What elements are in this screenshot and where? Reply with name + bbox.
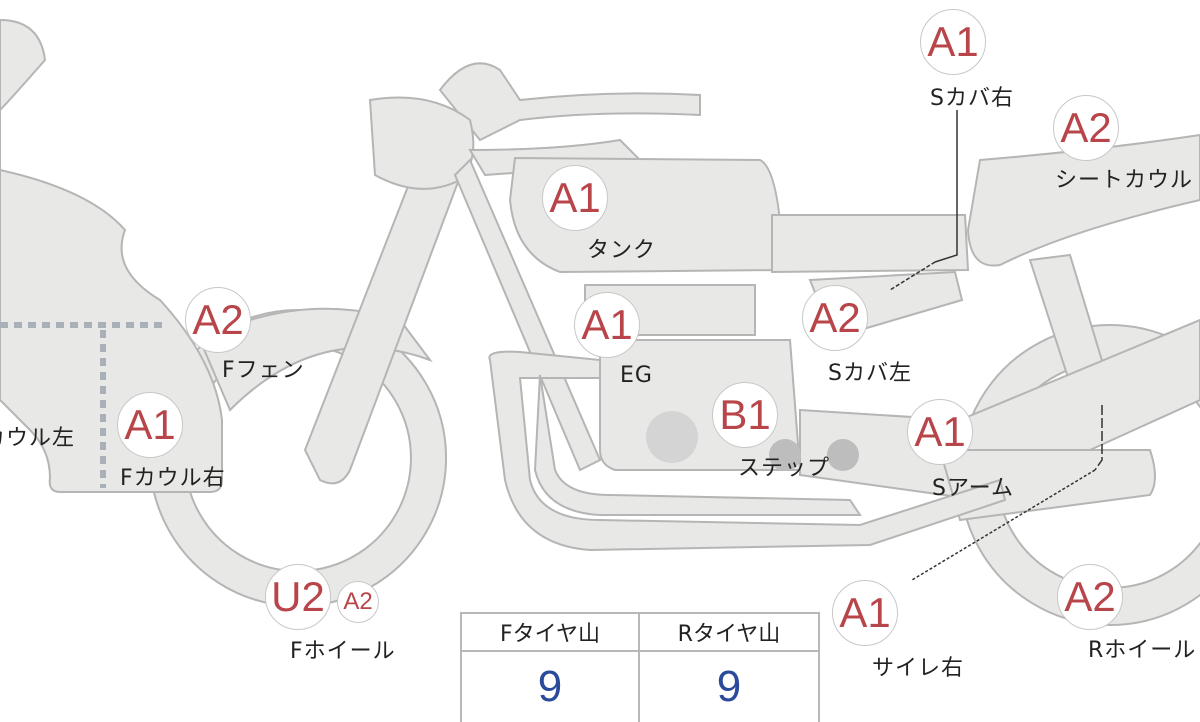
grade-badge-s-cover-right: A1 — [920, 9, 986, 75]
grade-badge-f-fender: A2 — [185, 287, 251, 353]
exhaust-inner-shape — [533, 374, 862, 516]
label-engine: EG — [620, 363, 653, 388]
grade-badge-f-wheel: U2 — [265, 564, 331, 630]
header-front-tire: Fタイヤ山 — [462, 614, 640, 652]
exhaust-shape — [488, 350, 1007, 552]
step-peg-left — [769, 439, 801, 471]
label-tank: タンク — [587, 238, 657, 263]
grade-badge-silencer-right: A1 — [832, 580, 898, 646]
front-cowl-shape — [0, 18, 223, 493]
handlebar-shape — [438, 62, 701, 142]
leader-s-cover-right-dash — [889, 261, 936, 291]
step-peg-right — [827, 439, 859, 471]
tire-tread-table: Fタイヤ山 Rタイヤ山 9 9 — [460, 612, 820, 722]
label-seat-cowl: シートカウル — [1055, 168, 1194, 193]
grade-badge-engine: A1 — [574, 292, 640, 358]
grade-badge-swing-arm: A1 — [907, 399, 973, 465]
label-step: ステップ — [738, 456, 831, 481]
label-s-cover-right: Sカバ右 — [930, 86, 1014, 111]
label-f-wheel: Fホイール — [290, 639, 396, 664]
label-silencer-right: サイレ右 — [872, 656, 965, 681]
grade-badge-tank: A1 — [542, 165, 608, 231]
grade-badge-f-wheel-secondary: A2 — [337, 581, 379, 623]
leader-s-cover-right — [934, 110, 958, 263]
label-swing-arm: Sアーム — [932, 476, 1014, 501]
grade-badge-s-cover-left: A2 — [802, 285, 868, 351]
value-rear-tire: 9 — [716, 662, 742, 711]
leader-silencer-2 — [911, 469, 1096, 581]
label-r-wheel: Rホイール — [1088, 638, 1197, 663]
label-s-cover-left: Sカバ左 — [828, 361, 912, 386]
label-f-fender: Fフェン — [222, 358, 305, 383]
label-f-cowl-left: Fカウル左 — [0, 426, 75, 451]
engine-cover-circle — [646, 411, 698, 463]
grade-badge-f-cowl-right: A1 — [117, 392, 183, 458]
label-f-cowl-right: Fカウル右 — [120, 466, 226, 491]
value-front-tire: 9 — [462, 652, 640, 722]
leader-silencer — [1094, 405, 1103, 471]
grade-badge-r-wheel: A2 — [1057, 564, 1123, 630]
header-rear-tire: Rタイヤ山 — [640, 614, 818, 652]
seat-shape — [771, 214, 970, 274]
fork-shape — [303, 128, 472, 485]
grade-badge-step: B1 — [712, 382, 778, 448]
grade-badge-seat-cowl: A2 — [1053, 95, 1119, 161]
